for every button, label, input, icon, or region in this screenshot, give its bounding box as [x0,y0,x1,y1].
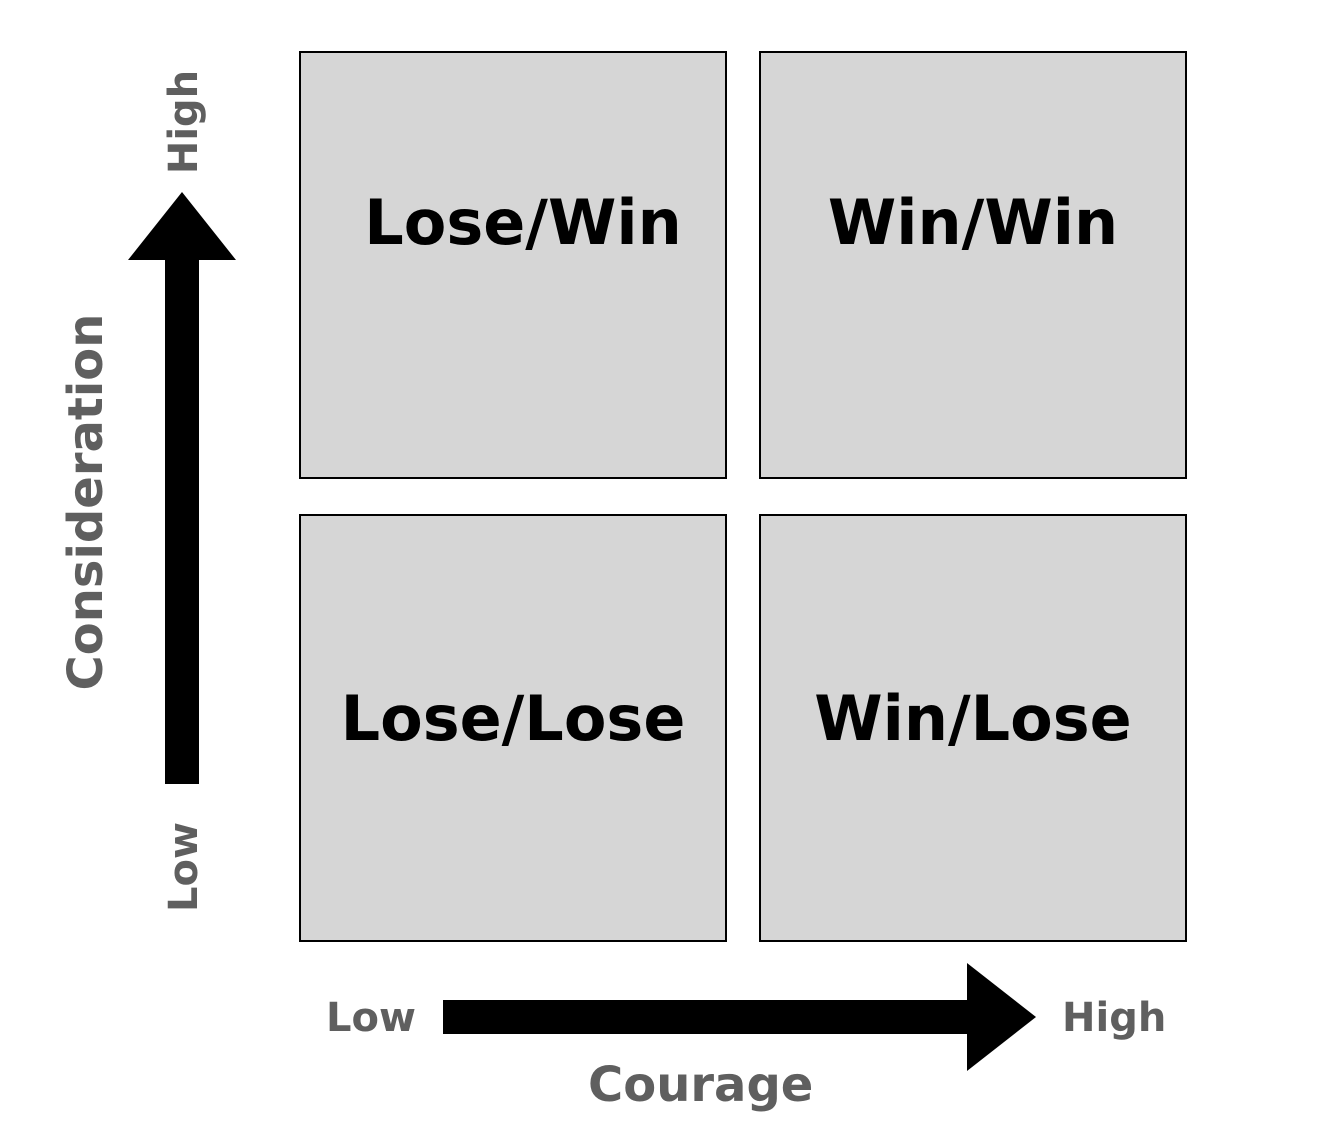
x-axis-title: Courage [588,1057,814,1113]
x-axis-high-label: High [1062,995,1167,1041]
quadrant-label: Win/Lose [814,682,1132,755]
quadrant-win-win: Win/Win [759,51,1187,479]
x-axis-low-label: Low [326,995,416,1041]
y-axis-arrow-shaft [165,250,199,784]
y-axis-arrow-head [128,192,236,260]
y-axis-high-label: High [161,69,207,175]
quadrant-label: Lose/Win [364,186,682,259]
x-axis-arrow [443,963,1036,1071]
quadrant-lose-win: Lose/Win [299,51,727,479]
x-axis-arrow-shaft [443,1000,983,1034]
y-axis-title: Consideration [58,313,114,691]
x-axis-arrow-head [967,963,1036,1071]
y-axis-low-label: Low [161,822,207,912]
quadrant-win-lose: Win/Lose [759,514,1187,942]
y-axis-arrow [128,192,236,784]
quadrant-label: Lose/Lose [340,682,686,755]
quadrant-label: Win/Win [827,186,1119,259]
quadrant-lose-lose: Lose/Lose [299,514,727,942]
